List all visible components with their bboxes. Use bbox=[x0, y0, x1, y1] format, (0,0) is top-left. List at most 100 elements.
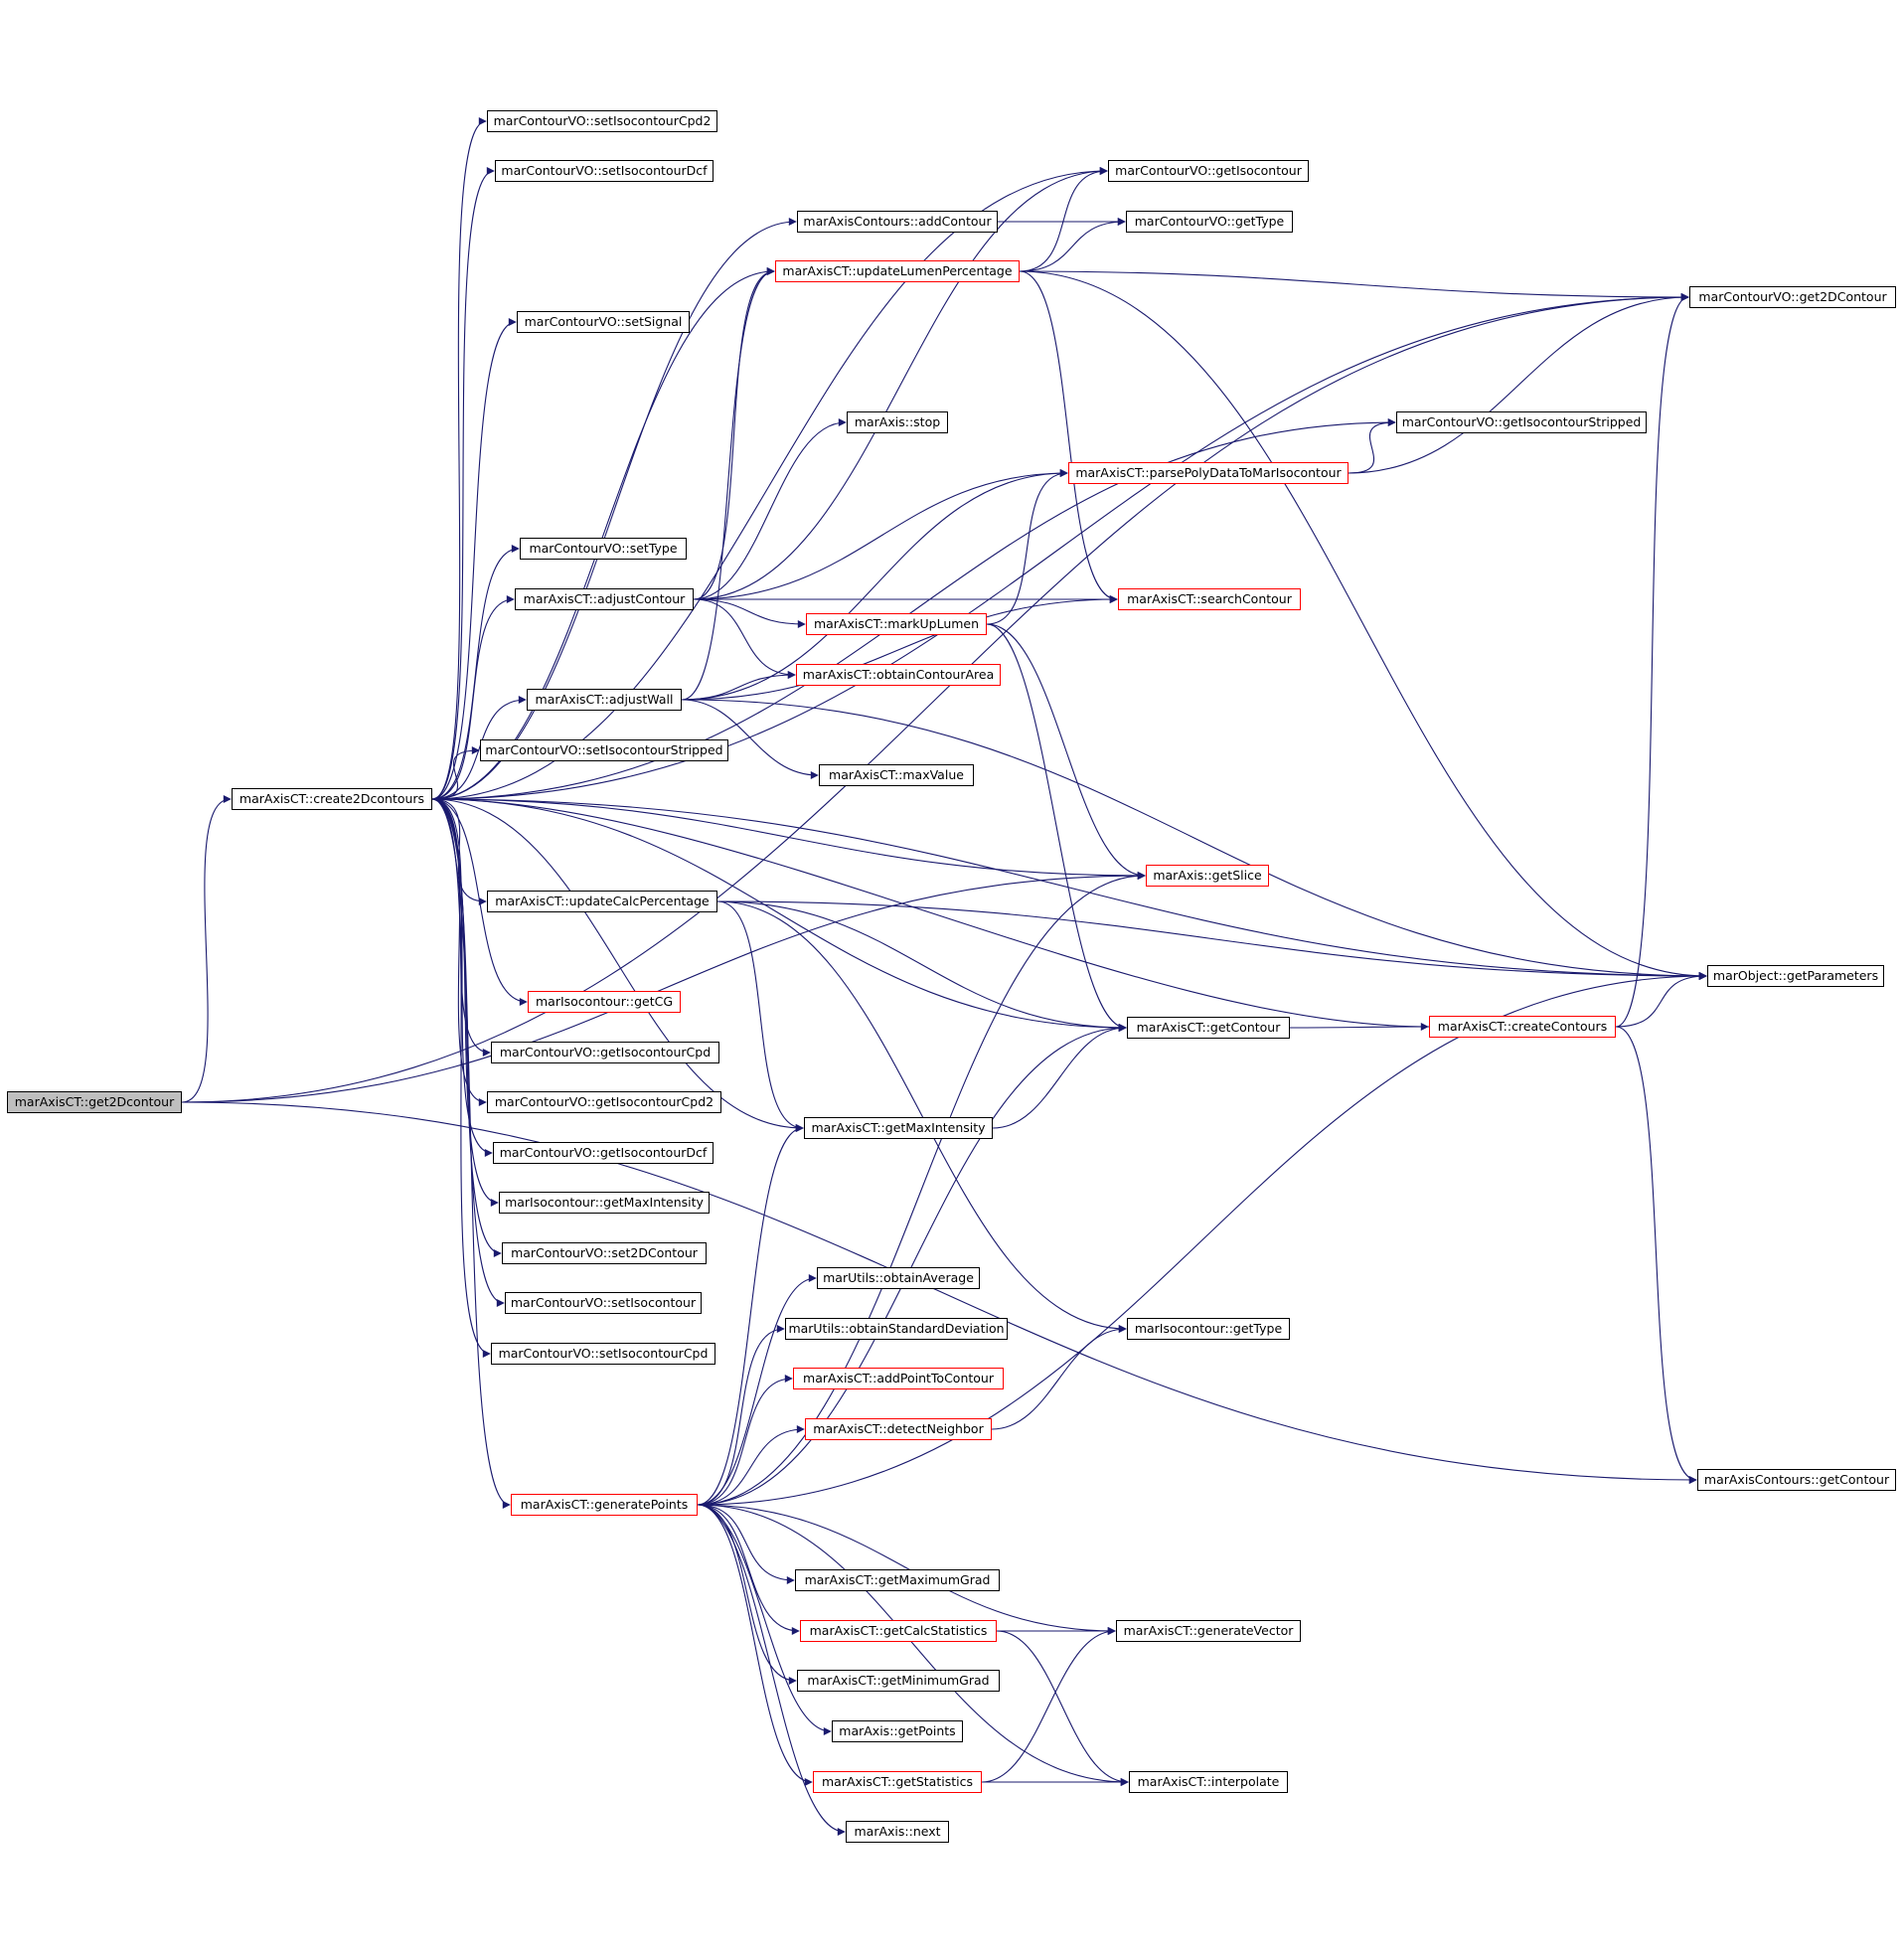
edge-adjustContour-to-obtainContourArea bbox=[693, 598, 796, 679]
edge-adjustContour-to-getIsocontour bbox=[693, 167, 1108, 600]
edge-create2Dcontours-to-getParameters bbox=[431, 798, 1707, 980]
node-getIsocontourStripped[interactable]: marContourVO::getIsocontourStripped bbox=[1396, 411, 1647, 433]
edge-create2Dcontours-to-ctGetMaxIntensity bbox=[431, 798, 804, 1132]
edge-generatePoints-to-interpolate bbox=[697, 1504, 1129, 1786]
edge-markUpLumen-to-getSlice bbox=[986, 623, 1146, 880]
edge-getContour-to-createContours bbox=[1289, 1023, 1429, 1032]
edge-create2Dcontours-to-setSignal bbox=[431, 318, 517, 800]
edge-parsePolyData-to-getIsocontourStripped bbox=[1348, 418, 1396, 474]
edge-generatePoints-to-getStatistics bbox=[697, 1504, 813, 1786]
node-get2DContourVO[interactable]: marContourVO::get2DContour bbox=[1689, 286, 1896, 308]
edge-create2Dcontours-to-getIsocontourDcf bbox=[431, 798, 493, 1157]
edge-generatePoints-to-obtainStandardDeviation bbox=[697, 1325, 785, 1506]
edge-generatePoints-to-detectNeighbor bbox=[697, 1425, 805, 1506]
node-obtainStandardDeviation[interactable]: marUtils::obtainStandardDeviation bbox=[785, 1318, 1008, 1340]
edge-create2Dcontours-to-getIsocontourCpd bbox=[431, 798, 491, 1057]
edge-create2Dcontours-to-adjustContour bbox=[431, 595, 515, 800]
node-setIsocontour[interactable]: marContourVO::setIsocontour bbox=[505, 1292, 702, 1314]
node-getPoints[interactable]: marAxis::getPoints bbox=[832, 1720, 963, 1742]
edge-generatePoints-to-getCalcStatistics bbox=[697, 1504, 800, 1635]
edge-generatePoints-to-generateVector bbox=[697, 1504, 1116, 1635]
node-setIsocontourCpd2[interactable]: marContourVO::setIsocontourCpd2 bbox=[487, 110, 717, 132]
node-updateCalcPercentage[interactable]: marAxisCT::updateCalcPercentage bbox=[487, 891, 717, 912]
edge-create2Dcontours-to-setIsocontourDcf bbox=[431, 167, 495, 800]
node-adjustWall[interactable]: marAxisCT::adjustWall bbox=[527, 689, 682, 711]
edge-create2Dcontours-to-get2DContourVO bbox=[431, 293, 1689, 800]
edge-generatePoints-to-addPointToContour bbox=[697, 1375, 793, 1506]
node-setIsocontourDcf[interactable]: marContourVO::setIsocontourDcf bbox=[495, 160, 714, 182]
node-updateLumenPercentage[interactable]: marAxisCT::updateLumenPercentage bbox=[775, 260, 1020, 282]
edge-create2Dcontours-to-getIsocontour bbox=[431, 167, 1108, 800]
edge-markUpLumen-to-parsePolyData bbox=[986, 469, 1068, 625]
node-setIsocontourCpd[interactable]: marContourVO::setIsocontourCpd bbox=[491, 1343, 715, 1365]
node-getCG[interactable]: marIsocontour::getCG bbox=[528, 991, 681, 1013]
edge-generatePoints-to-getMaximumGrad bbox=[697, 1504, 795, 1584]
edge-create2Dcontours-to-getSlice bbox=[431, 798, 1146, 880]
node-next[interactable]: marAxis::next bbox=[846, 1821, 949, 1843]
node-getStatistics[interactable]: marAxisCT::getStatistics bbox=[813, 1771, 982, 1793]
edge-markUpLumen-to-getContour bbox=[986, 623, 1127, 1032]
node-ctGetMaxIntensity[interactable]: marAxisCT::getMaxIntensity bbox=[804, 1117, 993, 1139]
node-generateVector[interactable]: marAxisCT::generateVector bbox=[1116, 1620, 1301, 1642]
node-obtainAverage[interactable]: marUtils::obtainAverage bbox=[817, 1267, 980, 1289]
node-adjustContour[interactable]: marAxisCT::adjustContour bbox=[515, 588, 694, 610]
node-stop[interactable]: marAxis::stop bbox=[847, 411, 948, 433]
edge-createContours-to-get2DContourVO bbox=[1615, 293, 1689, 1028]
edge-create2Dcontours-to-setIsocontourCpd2 bbox=[431, 117, 487, 800]
node-setIsocontourStripped[interactable]: marContourVO::setIsocontourStripped bbox=[480, 739, 728, 761]
node-obtainContourArea[interactable]: marAxisCT::obtainContourArea bbox=[796, 664, 1001, 686]
node-addPointToContour[interactable]: marAxisCT::addPointToContour bbox=[793, 1368, 1004, 1389]
edge-generatePoints-to-next bbox=[697, 1504, 846, 1836]
edge-create2Dcontours-to-isoGetMaxIntensity bbox=[431, 798, 499, 1207]
node-getIsocontourDcf[interactable]: marContourVO::getIsocontourDcf bbox=[493, 1142, 714, 1164]
edge-updateCalcPercentage-to-ctGetMaxIntensity bbox=[716, 900, 804, 1132]
edge-adjustWall-to-obtainContourArea bbox=[681, 671, 796, 701]
node-getIsocontourCpd[interactable]: marContourVO::getIsocontourCpd bbox=[491, 1042, 719, 1063]
node-getContour[interactable]: marAxisCT::getContour bbox=[1127, 1017, 1290, 1039]
edge-updateCalcPercentage-to-getParameters bbox=[716, 900, 1707, 980]
node-isoGetMaxIntensity[interactable]: marIsocontour::getMaxIntensity bbox=[499, 1192, 710, 1214]
node-setType[interactable]: marContourVO::setType bbox=[520, 538, 687, 560]
edge-generatePoints-to-getMinimumGrad bbox=[697, 1504, 797, 1685]
edge-updateLumenPercentage-to-searchContour bbox=[1019, 270, 1118, 603]
edge-adjustContour-to-stop bbox=[693, 418, 847, 600]
node-isoGetType[interactable]: marIsocontour::getType bbox=[1127, 1318, 1290, 1340]
node-get2Dcontour[interactable]: marAxisCT::get2Dcontour bbox=[7, 1091, 182, 1113]
edge-adjustWall-to-getParameters bbox=[681, 699, 1707, 980]
edge-createContours-to-create2Dcontours bbox=[432, 795, 1430, 1028]
edge-updateLumenPercentage-to-getParameters bbox=[1019, 270, 1707, 980]
edge-create2Dcontours-to-updateLumenPercentage bbox=[431, 267, 775, 800]
node-detectNeighbor[interactable]: marAxisCT::detectNeighbor bbox=[805, 1418, 992, 1440]
node-set2DContour[interactable]: marContourVO::set2DContour bbox=[502, 1242, 707, 1264]
edge-ctGetMaxIntensity-to-getContour bbox=[992, 1024, 1127, 1129]
edge-create2Dcontours-to-getCG bbox=[431, 798, 528, 1006]
node-getSlice[interactable]: marAxis::getSlice bbox=[1146, 865, 1269, 887]
node-interpolate[interactable]: marAxisCT::interpolate bbox=[1129, 1771, 1288, 1793]
node-getMinimumGrad[interactable]: marAxisCT::getMinimumGrad bbox=[797, 1670, 1000, 1692]
node-addContour[interactable]: marAxisContours::addContour bbox=[797, 211, 998, 233]
node-getMaximumGrad[interactable]: marAxisCT::getMaximumGrad bbox=[795, 1569, 1000, 1591]
edge-adjustContour-to-updateLumenPercentage bbox=[693, 267, 775, 600]
node-generatePoints[interactable]: marAxisCT::generatePoints bbox=[511, 1494, 698, 1516]
node-getParameters[interactable]: marObject::getParameters bbox=[1707, 965, 1884, 987]
edge-parsePolyData-to-get2DContourVO bbox=[1348, 293, 1689, 474]
node-setSignal[interactable]: marContourVO::setSignal bbox=[517, 311, 690, 333]
node-axisContoursGetContour[interactable]: marAxisContours::getContour bbox=[1697, 1469, 1896, 1491]
node-voGetType[interactable]: marContourVO::getType bbox=[1126, 211, 1293, 233]
node-getCalcStatistics[interactable]: marAxisCT::getCalcStatistics bbox=[800, 1620, 997, 1642]
edge-createContours-to-axisContoursGetContour bbox=[1615, 1026, 1697, 1484]
node-markUpLumen[interactable]: marAxisCT::markUpLumen bbox=[806, 613, 987, 635]
edge-updateCalcPercentage-to-getContour bbox=[716, 900, 1127, 1032]
edge-generatePoints-to-ctGetMaxIntensity bbox=[697, 1124, 804, 1506]
edge-create2Dcontours-to-setType bbox=[431, 545, 520, 800]
node-createContours[interactable]: marAxisCT::createContours bbox=[1429, 1016, 1616, 1038]
edge-get2Dcontour-to-create2Dcontours bbox=[181, 795, 232, 1103]
node-create2Dcontours[interactable]: marAxisCT::create2Dcontours bbox=[232, 788, 432, 810]
edge-create2Dcontours-to-addContour bbox=[431, 218, 797, 800]
node-getIsocontourCpd2[interactable]: marContourVO::getIsocontourCpd2 bbox=[487, 1091, 721, 1113]
node-maxValue[interactable]: marAxisCT::maxValue bbox=[819, 764, 974, 786]
node-searchContour[interactable]: marAxisCT::searchContour bbox=[1118, 588, 1301, 610]
node-parsePolyData[interactable]: marAxisCT::parsePolyDataToMarIsocontour bbox=[1068, 462, 1349, 484]
node-getIsocontour[interactable]: marContourVO::getIsocontour bbox=[1108, 160, 1309, 182]
